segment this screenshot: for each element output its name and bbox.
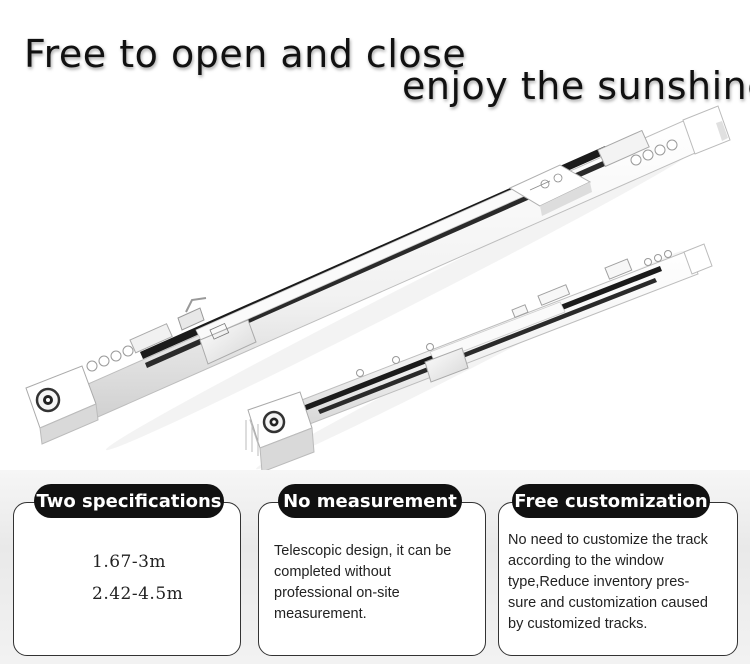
feature-card-specifications <box>13 502 241 656</box>
feature-desc-measurement: Telescopic design, it can be completed w… <box>274 541 474 625</box>
feature-title-customization: Free customization <box>512 484 710 518</box>
feature-title-measurement: No measurement <box>278 484 462 518</box>
feature-title-specifications: Two specifications <box>34 484 224 518</box>
desc-line: according to the window <box>508 553 664 569</box>
desc-line: by customized tracks. <box>508 616 648 632</box>
desc-line: completed without <box>274 564 391 580</box>
spec-size-1: 1.67-3m <box>92 552 167 572</box>
headline-line-2: enjoy the sunshine <box>402 64 750 108</box>
headline-line-1: Free to open and close <box>24 32 467 76</box>
curtain-track-product-image <box>25 105 731 470</box>
desc-line: type,Reduce inventory pres- <box>508 574 690 590</box>
desc-line: professional on-site <box>274 585 400 601</box>
feature-desc-customization: No need to customize the track according… <box>508 530 734 635</box>
track-large <box>25 105 731 451</box>
track-small <box>245 243 713 470</box>
feature-card-customization <box>498 502 738 656</box>
desc-line: sure and customization caused <box>508 595 708 611</box>
desc-line: No need to customize the track <box>508 532 708 548</box>
feature-card-measurement <box>258 502 486 656</box>
desc-line: measurement. <box>274 606 367 622</box>
desc-line: Telescopic design, it can be <box>274 543 452 559</box>
spec-size-2: 2.42-4.5m <box>92 584 184 604</box>
